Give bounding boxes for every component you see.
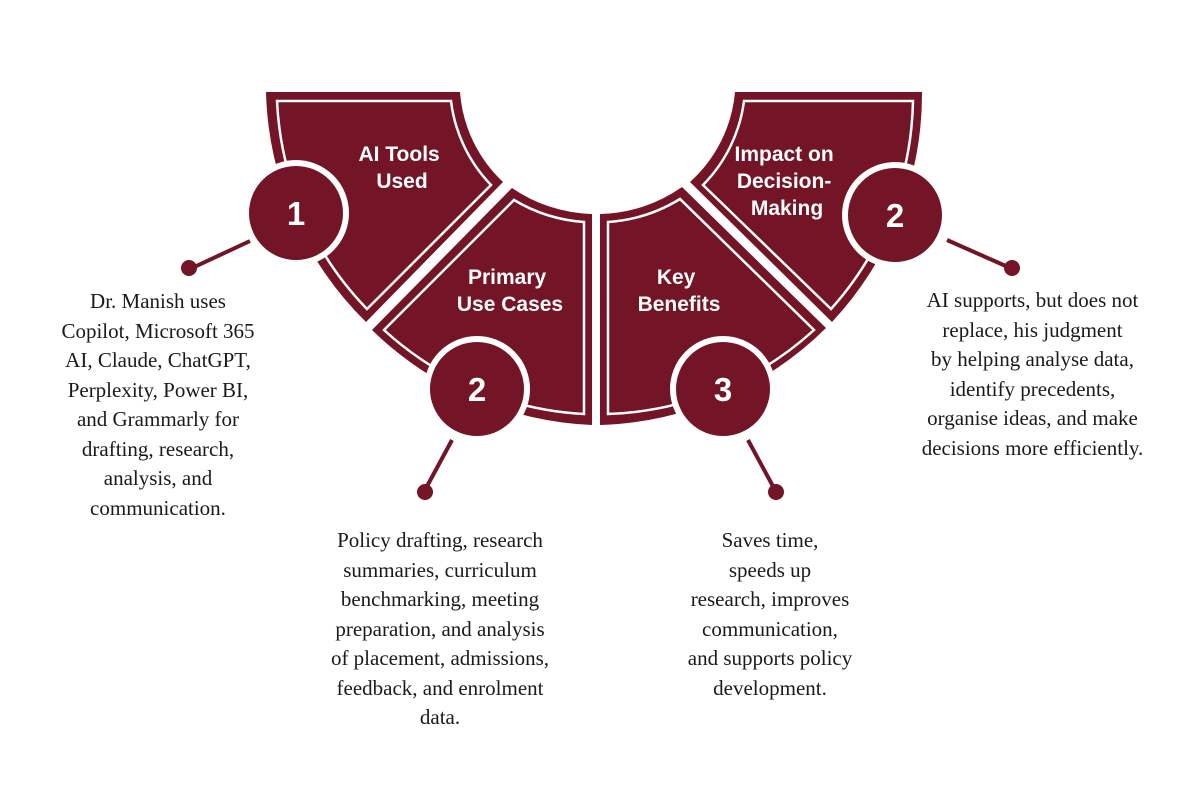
badge-impact-circle xyxy=(842,162,948,268)
segment-ai-tools-title-line-1: AI Tools xyxy=(358,143,439,166)
connector-dot-impact xyxy=(1004,260,1020,276)
connector-line-impact xyxy=(946,238,1009,269)
badge-impact: 2 xyxy=(842,162,948,268)
connector-line-primary-use-cases xyxy=(423,439,454,491)
segment-impact-title-line-3: Making xyxy=(751,197,823,220)
segment-primary-use-cases: Primary Use Cases xyxy=(372,188,592,425)
description-key-benefits: Saves time, speeds up research, improves… xyxy=(687,528,853,700)
segment-primary-use-cases-inner-outline xyxy=(382,198,586,416)
segment-impact-title-line-2: Decision- xyxy=(737,170,832,193)
connector-dot-key-benefits xyxy=(768,484,784,500)
connector-line-key-benefits xyxy=(746,439,777,491)
connector-dot-ai-tools xyxy=(181,260,197,276)
svg-text:Primary Use Cases: Primary Use Cases xyxy=(457,266,563,316)
description-primary-use-cases: Policy drafting, research summaries, cur… xyxy=(330,528,550,729)
badge-ai-tools: 1 xyxy=(243,160,349,266)
connector-dot-primary-use-cases xyxy=(417,484,433,500)
description-ai-tools: Dr. Manish uses Copilot, Microsoft 365 A… xyxy=(61,289,255,520)
segment-impact-title-line-1: Impact on xyxy=(734,143,833,166)
segment-key-benefits-inner-outline xyxy=(606,197,816,416)
badge-primary-use-cases-number: 2 xyxy=(468,371,486,408)
badge-ai-tools-circle xyxy=(243,160,349,266)
segment-key-benefits-title-line-2: Benefits xyxy=(638,293,721,316)
segment-primary-use-cases-shape xyxy=(372,188,592,425)
badge-impact-number: 2 xyxy=(886,197,904,234)
segment-impact-inner-outline xyxy=(701,99,915,311)
description-impact-on-decision-making: AI supports, but does not replace, his j… xyxy=(921,288,1144,460)
svg-text:Key Benefits: Key Benefits xyxy=(638,266,721,316)
segment-ai-tools-title-line-2: Used xyxy=(376,170,427,193)
badge-primary-use-cases: 2 xyxy=(424,336,530,442)
segment-primary-use-cases-title-line-2: Use Cases xyxy=(457,293,563,316)
segment-impact-on-decision-making: Impact on Decision- Making xyxy=(690,92,923,322)
segment-key-benefits-title-line-1: Key xyxy=(657,266,696,289)
badge-primary-use-cases-circle xyxy=(424,336,530,442)
badge-ai-tools-number: 1 xyxy=(287,195,305,232)
badge-key-benefits: 3 xyxy=(670,336,776,442)
segment-primary-use-cases-title-line-1: Primary xyxy=(468,266,547,289)
connector-line-ai-tools xyxy=(189,239,251,271)
badge-key-benefits-circle xyxy=(670,336,776,442)
segment-ai-tools-shape xyxy=(266,92,503,322)
connectors xyxy=(181,238,1020,500)
svg-text:Impact on Decision-: Impact on Decision- Making xyxy=(734,143,839,220)
svg-text:AI Tools Used: AI Tools Used xyxy=(358,143,445,193)
badge-key-benefits-number: 3 xyxy=(714,371,732,408)
